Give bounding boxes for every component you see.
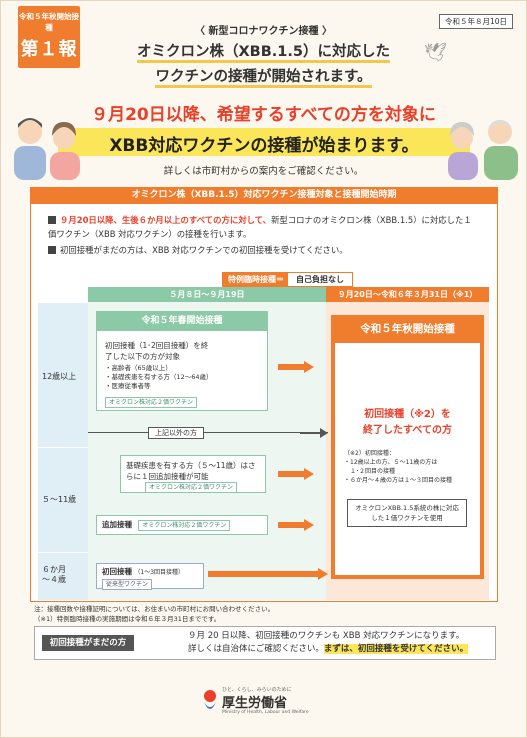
- autumn-note-head: （※2）初回接種：: [344, 450, 395, 457]
- autumn-main: 初回接種（※2）を 終了したすべての方: [335, 407, 480, 439]
- autumn-main-1: 初回接種（※2）を: [364, 409, 451, 420]
- arrow-right-icon: [300, 428, 328, 438]
- spring-desc: 初回接種（1･2回目接種）を終了した以下の方が対象: [105, 341, 209, 361]
- autumn-note-item: ・６か月～４歳の方は１～３回目の接種: [344, 477, 453, 484]
- spring-item: ・高齢者（65歳以上）: [105, 364, 172, 372]
- age-row-12plus: 12歳以上: [38, 302, 88, 447]
- mhlw-logo: ひと、くらし、みらいのために 厚生労働省 Ministry of Health,…: [200, 684, 330, 720]
- kids-additional-box: 追加接種 オミクロン株対応２価ワクチン: [96, 515, 268, 535]
- autumn-vaccine: オミクロンXBB.1.5系統の株に対応した１価ワクチンを使用: [347, 499, 467, 527]
- spring-title: 令和５年春開始接種: [96, 311, 268, 331]
- logo-english: Ministry of Health, Labour and Welfare: [222, 710, 309, 715]
- age-row-5to11: ５～11歳: [38, 447, 88, 552]
- autumn-note-item: ・12歳以上の方、５～11歳の方は: [344, 459, 438, 466]
- bullet-square: [48, 246, 56, 254]
- period-orange-header: ９月20日～令和６年３月31日（※1）: [326, 287, 489, 302]
- other-label: 上記以外の方: [148, 427, 204, 439]
- mhlw-mark-icon: [204, 690, 216, 709]
- red-headline: ９月20日以降、希望するすべての方を対象に: [91, 105, 436, 125]
- age-label: 12歳以上: [42, 372, 77, 381]
- spring-item: ・基礎疾患を有する方（12～64歳）: [105, 373, 213, 381]
- headline-1: オミクロン株（XBB.1.5）に対応した: [0, 40, 527, 63]
- footnotes: 注：接種回数や接種証明については、お住まいの市町村にお問い合わせください。 （※…: [34, 604, 274, 624]
- issue-badge: 令和５年秋開始接種 第１報: [18, 6, 80, 68]
- autumn-title: 令和５年秋開始接種: [331, 315, 484, 343]
- autumn-note: （※2）初回接種： ・12歳以上の方、５～11歳の方は １･２回目の接種 ・６か…: [344, 449, 474, 485]
- dove-icon: 🕊: [424, 42, 447, 63]
- arrow-right-icon: [278, 468, 314, 480]
- age-row-6m-4y: ６か月 ～４歳: [38, 552, 88, 600]
- para2-text: 初回接種がまだの方は、XBB 対応ワクチンでの初回接種を受けてください。: [60, 245, 348, 255]
- kids-additional-tag: オミクロン株対応２価ワクチン: [138, 520, 231, 531]
- age-label: ６か月 ～４歳: [42, 565, 66, 584]
- schedule-table: ５月８日～９月19日 ９月20日～令和６年３月31日（※1） 12歳以上 ５～1…: [38, 287, 489, 600]
- highlight-band: [58, 128, 470, 156]
- logo-tagline: ひと、くらし、みらいのために: [222, 687, 292, 693]
- paragraph-1: ９月20日以降、生後６か月以上のすべての方に対して、新型コロナのオミクロン株（X…: [48, 213, 478, 241]
- first-dose-text: ９月 20 日以降、初回接種のワクチンも XBB 対応ワクチンになります。 詳し…: [188, 630, 488, 656]
- paragraph-2: 初回接種がまだの方は、XBB 対応ワクチンでの初回接種を受けてください。: [48, 243, 478, 257]
- age-label: ５～11歳: [42, 495, 77, 504]
- spring-vaccine-tag: オミクロン株対応２価ワクチン: [105, 397, 198, 408]
- infant-box: 初回接種 （1～3回目接種） 従来型ワクチン: [96, 563, 204, 590]
- first-dose-line2a: 詳しくは自治体にご確認ください。: [188, 644, 324, 654]
- no-cost-label: 自己負担なし: [287, 272, 353, 287]
- spring-items: ・高齢者（65歳以上） ・基礎疾患を有する方（12～64歳） ・医療従事者等: [105, 364, 213, 391]
- bullet-square: [48, 216, 56, 224]
- first-dose-line1: ９月 20 日以降、初回接種のワクチンも XBB 対応ワクチンになります。: [188, 631, 465, 641]
- special-vaccination-label: 特例臨時接種＝: [222, 272, 290, 287]
- autumn-box: [331, 315, 484, 579]
- other-line: [88, 432, 328, 433]
- autumn-main-2: 終了したすべての方: [363, 425, 452, 436]
- footnote: （※1）特例臨時接種の実施期間は令和６年３月31日までです。: [34, 615, 221, 623]
- section-title: オミクロン株（XBB.1.5）対応ワクチン接種対象と接種開始時期: [30, 187, 498, 204]
- arrow-right-icon: [278, 519, 314, 531]
- detail-note: 詳しくは市町村からの案内をご確認ください。: [163, 166, 364, 177]
- infant-tag: 従来型ワクチン: [102, 579, 153, 590]
- subtitle: 〈 新型コロナワクチン接種 〉: [195, 26, 332, 37]
- badge-line2: 第１報: [20, 39, 78, 60]
- infant-label: 初回接種: [102, 567, 132, 576]
- headline-2: ワクチンの接種が開始されます。: [0, 65, 527, 88]
- arrow-right-icon: [278, 361, 314, 373]
- kids-basic-text: 基礎疾患を有する方（５～11歳）はさらに１回追加接種が可能: [126, 461, 256, 481]
- issue-date: 令和５年８月10日: [438, 14, 513, 29]
- para1-rest: 新型コロナのオミクロン株（XBB.1.5）に対応した１価ワクチン（XBB 対応ワ…: [48, 215, 472, 239]
- kids-basic-tag: オミクロン株対応２価ワクチン: [145, 482, 238, 493]
- para1-red: ９月20日以降、生後６か月以上のすべての方に対して、: [60, 215, 272, 225]
- footnote: 注：接種回数や接種証明については、お住まいの市町村にお問い合わせください。: [34, 605, 275, 613]
- logo-name: 厚生労働省: [222, 696, 288, 711]
- family-right-illustration: [448, 120, 518, 180]
- kids-basic-box: 基礎疾患を有する方（５～11歳）はさらに１回追加接種が可能 オミクロン株対応２価…: [120, 455, 266, 493]
- autumn-note-item: １･２回目の接種: [344, 468, 396, 475]
- first-dose-tag: 初回接種がまだの方: [42, 635, 134, 651]
- spring-item: ・医療従事者等: [105, 382, 151, 390]
- kids-additional-label: 追加接種: [102, 520, 132, 529]
- badge-line1: 令和５年秋開始接種: [19, 12, 79, 32]
- first-dose-line2b: まずは、初回接種を受けてください。: [323, 644, 469, 654]
- first-dose-line2: 詳しくは自治体にご確認ください。まずは、初回接種を受けてください。: [188, 643, 488, 656]
- family-left-illustration: [14, 118, 80, 180]
- infant-sub: （1～3回目接種）: [134, 569, 185, 576]
- headline-1-text: オミクロン株（XBB.1.5）に対応した: [137, 44, 390, 63]
- arrow-right-icon: [208, 568, 328, 580]
- black-headline: XBB対応ワクチンの接種が始まります。: [109, 136, 419, 156]
- period-green-header: ５月８日～９月19日: [88, 287, 326, 302]
- headline-2-text: ワクチンの接種が開始されます。: [155, 69, 372, 88]
